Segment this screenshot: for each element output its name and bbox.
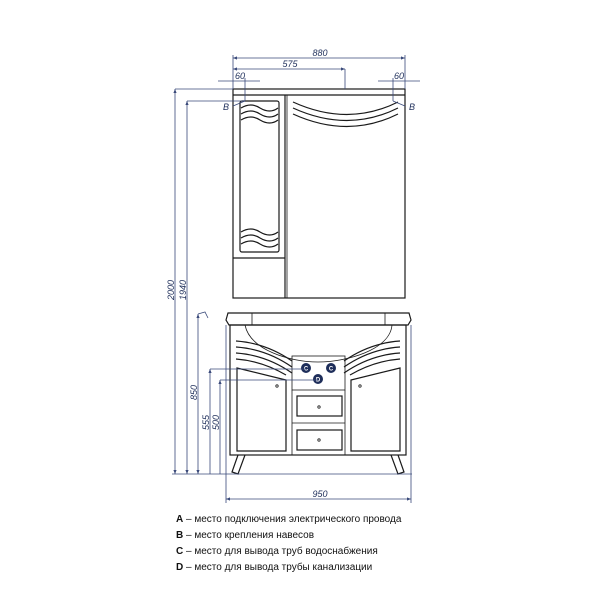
svg-text:555: 555 (201, 414, 211, 430)
legend-item: C – место для вывода труб водоснабжения (176, 546, 378, 557)
svg-text:575: 575 (282, 59, 298, 69)
dimension-lines: 880 575 60 60 B B 2000 1940 850 555 500 … (166, 48, 420, 503)
drain-outlet-marker (313, 374, 323, 384)
svg-text:D: D (316, 378, 321, 384)
svg-text:2000: 2000 (166, 280, 176, 301)
legend-item: B – место крепления навесов (176, 530, 315, 541)
water-outlet-marker (326, 363, 336, 373)
svg-text:B: B (409, 102, 415, 112)
legend-item: A – место подключения электрического про… (176, 514, 402, 525)
svg-text:500: 500 (211, 415, 221, 430)
svg-text:1940: 1940 (178, 280, 188, 300)
door-left (236, 367, 287, 452)
door-right (350, 367, 401, 452)
legend-item: D – место для вывода трубы канализации (176, 562, 373, 573)
drawer-bottom (296, 429, 343, 451)
svg-text:B: B (223, 102, 229, 112)
mirror-cabinet (232, 88, 406, 299)
svg-text:950: 950 (312, 489, 327, 499)
water-outlet-marker (301, 363, 311, 373)
svg-text:60: 60 (394, 71, 404, 81)
svg-text:880: 880 (312, 48, 327, 58)
legend: A – место подключения электрического про… (176, 512, 401, 576)
svg-text:C: C (329, 367, 334, 373)
svg-text:850: 850 (189, 385, 199, 400)
drawer-top (296, 395, 343, 417)
svg-text:C: C (304, 367, 309, 373)
svg-text:60: 60 (235, 71, 245, 81)
vanity-unit (225, 312, 412, 475)
pipe-markers: C C D (301, 363, 336, 384)
